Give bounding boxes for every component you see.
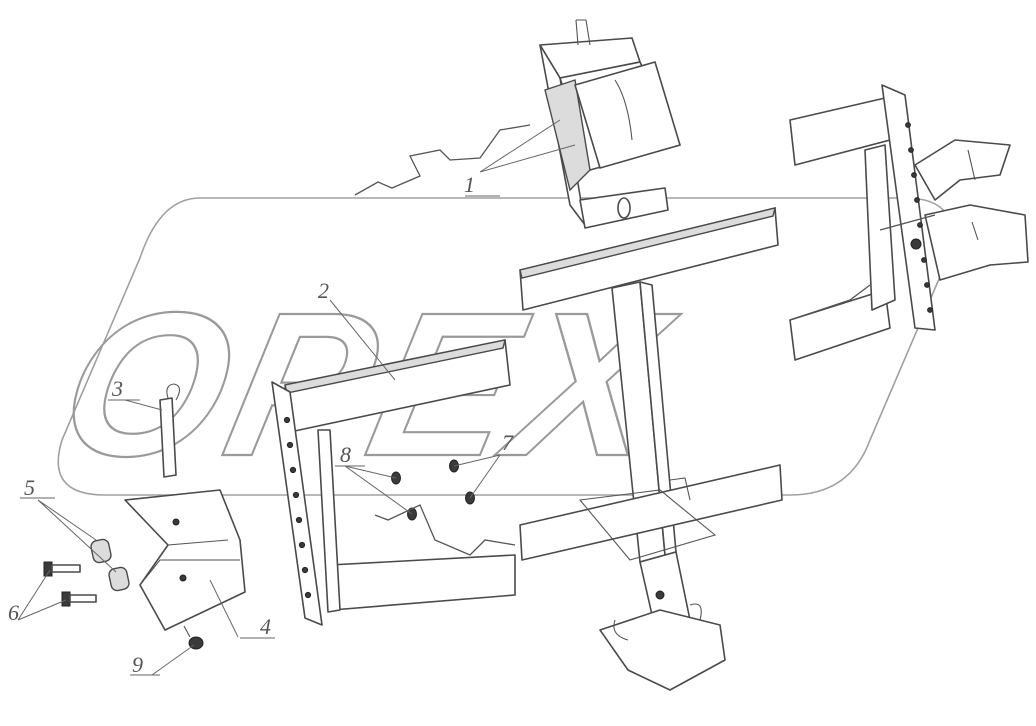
callout-5: 5 (24, 475, 35, 500)
part-4-bracket (124, 489, 246, 631)
callout-labels: 1 2 3 4 5 6 7 8 9 (8, 172, 514, 677)
callout-1: 1 (464, 172, 475, 197)
callout-9: 9 (132, 652, 143, 677)
frame-right-assembly (519, 84, 1029, 361)
callout-7: 7 (502, 430, 514, 455)
plate-holes (283, 416, 312, 599)
leader-lines (17, 119, 576, 676)
callout-4: 4 (260, 614, 271, 639)
part-2-frame-tube (271, 339, 516, 626)
callout-2: 2 (318, 278, 329, 303)
callout-3: 3 (111, 376, 123, 401)
callout-6: 6 (8, 600, 19, 625)
part-5-bushings (90, 538, 130, 592)
part-6-bolts (43, 561, 97, 607)
callout-8: 8 (340, 442, 351, 467)
jack-stand (519, 281, 783, 691)
right-plate-holes (905, 122, 933, 313)
part-1-wheel-chock (539, 19, 681, 229)
part-3-pin (159, 383, 181, 478)
break-lines (354, 124, 936, 556)
